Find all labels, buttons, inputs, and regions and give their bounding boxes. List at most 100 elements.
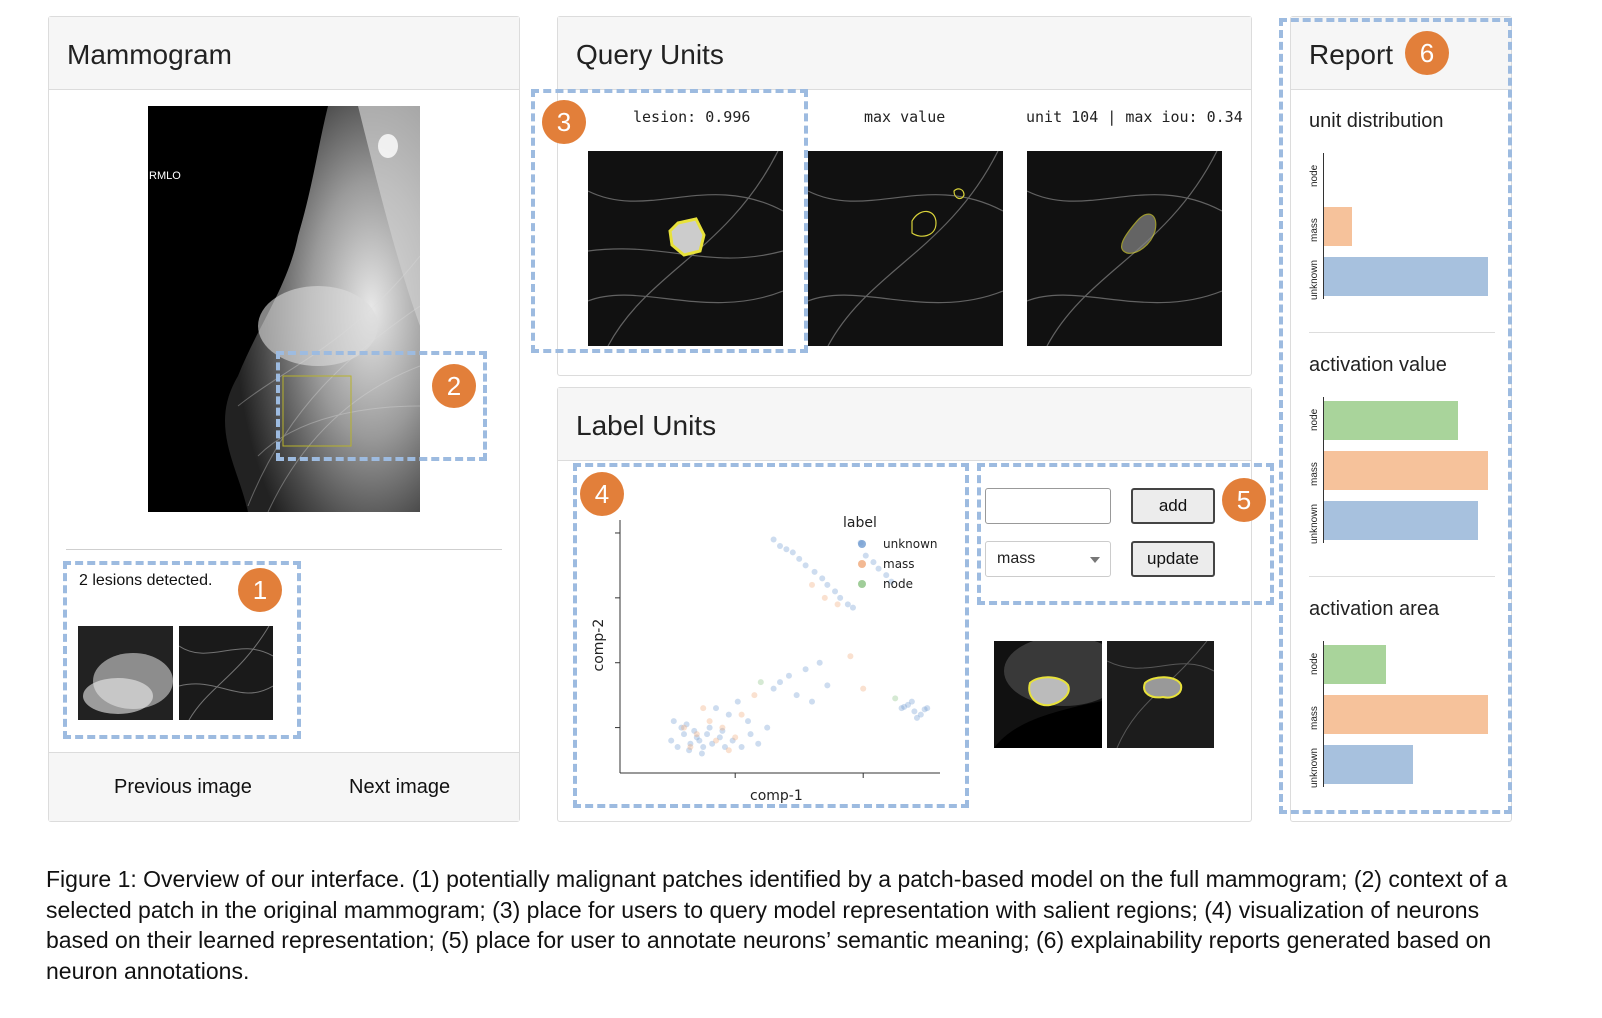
mammogram-footer [49,752,519,821]
scatter-point-unknown [888,578,895,585]
scatter-point-unknown [901,703,908,710]
scatter-point-unknown [905,701,911,708]
scatter-point-node [757,679,764,686]
scatter-point-unknown [789,549,796,556]
scatter-point-unknown [832,588,839,595]
callout-box-5 [977,463,1274,605]
scatter-point-unknown [696,737,703,744]
scatter-point-mass [681,724,687,731]
add-button[interactable]: add [1131,488,1215,524]
scatter-point-unknown [802,562,809,569]
badge-1: 1 [238,568,282,612]
scatter-point-unknown [911,708,918,715]
scatter-point-mass [687,744,694,751]
report-axis-3 [1323,641,1324,787]
label-example-image-2[interactable] [1107,641,1214,748]
scatter-point-unknown [824,581,831,588]
query-image-lesion[interactable] [588,151,783,346]
lesion-thumb-2[interactable] [179,626,273,720]
report-header: Report [1291,17,1511,90]
scatter-point-unknown [898,705,905,712]
scatter-point-mass [732,734,739,741]
scatter-point-unknown [755,740,762,747]
scatter-point-unknown [764,724,771,731]
label-text-input[interactable] [985,488,1111,524]
scatter-point-mass [821,594,828,601]
report-title: Report [1309,39,1394,70]
label-select-value: mass [997,550,1036,567]
scatter-point-unknown [674,744,681,751]
scatter-point-unknown [785,672,792,679]
scatter-point-unknown [849,604,856,611]
query-col-label-1: lesion: 0.996 [633,108,751,126]
badge-6: 6 [1405,31,1449,75]
scatter-point-unknown [713,705,719,712]
scatter-point-unknown [824,682,831,689]
lesion-thumb-1[interactable] [78,626,173,720]
mammogram-image[interactable] [148,106,420,512]
scatter-point-unknown [709,740,716,747]
report-bar-mass [1324,695,1488,734]
scatter-point-unknown [678,724,685,731]
scatter-point-unknown [770,685,777,692]
chevron-down-icon [1090,557,1100,563]
report-divider-2 [1309,576,1495,577]
scatter-point-unknown [729,737,736,744]
scatter-point-unknown [816,659,823,666]
legend-label-node: node [883,577,913,591]
scatter-point-unknown [819,575,826,582]
scatter-point-mass [713,737,719,744]
scatter-point-unknown [693,734,700,741]
query-col-label-3: unit 104 | max iou: 0.34 [1026,108,1243,126]
query-units-header: Query Units [558,17,1251,90]
scatter-point-mass [834,601,841,608]
label-select[interactable]: mass [985,541,1111,577]
scatter-point-unknown [698,750,705,757]
legend-title: label [843,515,877,531]
label-example-image-1[interactable] [994,641,1102,748]
lesions-count-text: 2 lesions detected. [79,572,213,589]
scatter-point-unknown [687,740,694,747]
previous-image-button[interactable]: Previous image [114,776,252,798]
query-units-title: Query Units [576,39,724,70]
scatter-point-unknown [796,555,803,562]
scatter-point-unknown [783,546,790,553]
update-button-label: update [1147,549,1199,568]
mammogram-tissue-graphic [225,106,420,512]
callout-box-1 [63,561,301,739]
scatter-point-unknown [837,594,844,601]
add-button-label: add [1158,496,1188,515]
figure-caption: Figure 1: Overview of our interface. (1)… [46,866,1508,984]
scatter-point-unknown [917,711,924,718]
next-image-button[interactable]: Next image [349,776,451,798]
scatter-point-mass [860,685,867,692]
callout-box-3 [531,89,808,353]
scatter-point-unknown [745,718,751,725]
unit-contour [1121,213,1157,254]
x-axis-label: comp-1 [750,788,803,804]
label-units-title: Label Units [576,410,717,441]
scatter-point-unknown [809,698,815,705]
scatter-point-unknown [681,731,687,738]
update-button[interactable]: update [1131,541,1215,577]
badge-4: 4 [580,472,624,516]
report-section-unit-distribution: unit distribution [1309,110,1444,132]
query-image-unit[interactable] [1027,151,1222,346]
scatter-point-unknown [691,727,698,734]
scatter-point-unknown [870,559,877,566]
scatter-point-unknown [862,552,869,559]
report-bar-node [1324,401,1459,440]
scatter-point-unknown [725,711,732,718]
label-units-header: Label Units [558,388,1251,461]
report-axis-1 [1323,153,1324,299]
mammogram-header: Mammogram [49,17,519,90]
badge-2: 2 [432,364,476,408]
callout-box-4 [573,463,969,808]
scatter-point-unknown [670,718,677,725]
scatter-point-unknown [668,737,675,744]
report-divider-1 [1309,332,1495,333]
callout-box-2 [276,351,487,461]
scatter-point-unknown [686,747,693,754]
query-image-max-value[interactable] [808,151,1003,346]
